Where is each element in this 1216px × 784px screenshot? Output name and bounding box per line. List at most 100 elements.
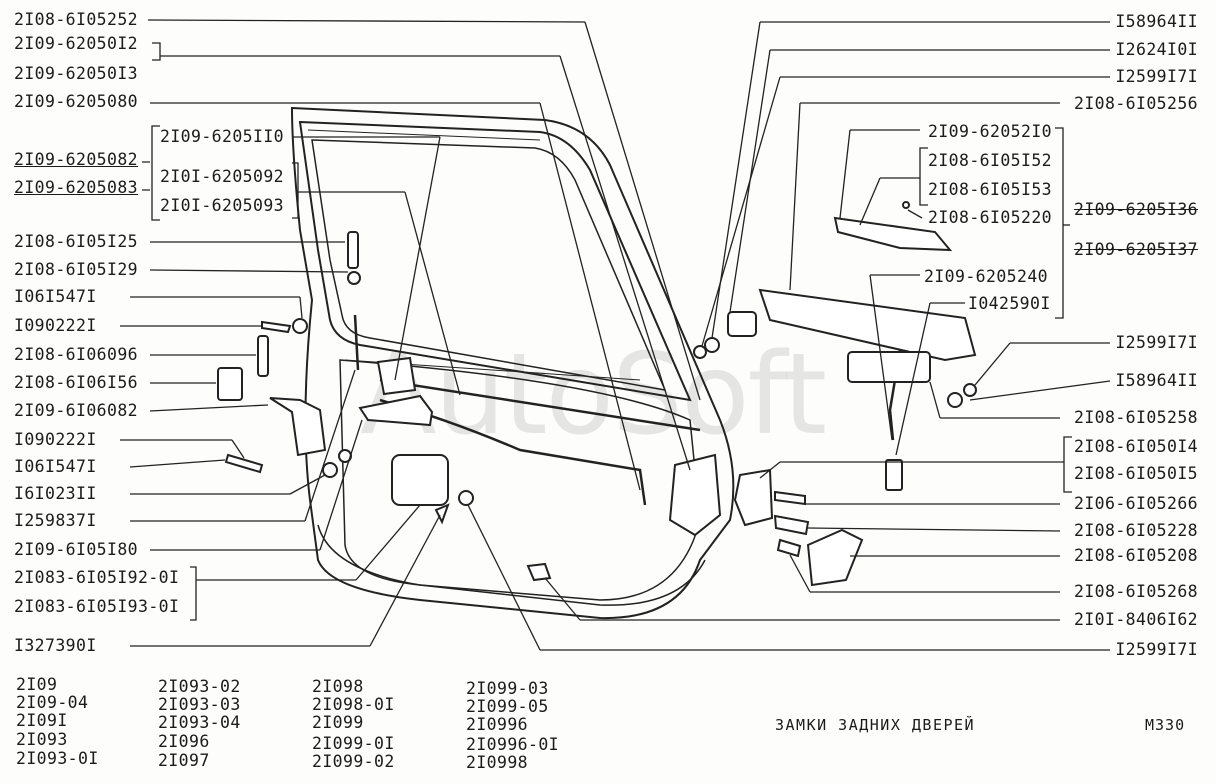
door-bottom-edge: [317, 524, 706, 606]
model-code: 2I093-0I: [16, 749, 99, 768]
lock-2i08-6i05252: [668, 453, 722, 537]
model-code: 2I099-05: [466, 697, 549, 716]
part-label: 2I08-6I06096: [14, 345, 139, 364]
door-window-outline: [298, 120, 692, 402]
plate-2i08-6i05208: [806, 528, 864, 587]
part-label: 2I083-6I05I93-0I: [14, 597, 180, 616]
model-code: 2I0996-0I: [466, 735, 560, 754]
part-label: I2599I7I: [1115, 333, 1198, 352]
part-label: 2I0I-8406I62: [1073, 610, 1198, 629]
striker-2i08-6i05228: [773, 514, 810, 536]
part-label: 2I09-6205I37: [1073, 240, 1198, 259]
part-label: 2I09-6205I36: [1073, 200, 1198, 219]
watermark: AutoSoft: [360, 330, 827, 460]
pin-2i08-6i06096: [257, 335, 269, 377]
child-lock-2i09-6i06082: [269, 397, 327, 457]
part-label: 2I08-6I05268: [1073, 582, 1198, 601]
model-code: 2I0996: [466, 715, 529, 734]
part-label: I259837I: [14, 511, 97, 530]
part-label: I090222I: [14, 430, 97, 449]
door-window-inner: [311, 139, 667, 391]
part-label: I042590I: [968, 294, 1051, 313]
model-code: 2I096: [158, 732, 210, 751]
part-label: 2I09-6I06082: [14, 401, 139, 420]
pin-2i08-6i05220: [902, 201, 910, 209]
part-label: 2I08-6I05258: [1073, 408, 1198, 427]
part-label: 2I09-6205080: [14, 92, 139, 111]
part-label: 2I09-6I05I80: [14, 540, 139, 559]
diagram-caption: ЗАМКИ ЗАДНИХ ДВЕРЕЙ: [775, 716, 976, 734]
part-label: 2I09-62050I2: [14, 34, 139, 53]
inner-handle-2i09-6i05i80: [358, 394, 434, 427]
part-label: I327390I: [14, 636, 97, 655]
bracket-2i08-6i06i56: [217, 367, 243, 401]
model-code: 2I0998: [466, 753, 529, 772]
nut-2i08-6i05i29: [347, 271, 361, 285]
part-label: 2I09-6205083: [14, 178, 139, 197]
clip-2i0i-8406i62: [526, 562, 552, 582]
part-label: 2I08-6I050I5: [1073, 464, 1198, 483]
part-label: I58964II: [1115, 371, 1198, 390]
part-label: 2I08-6I06I56: [14, 373, 139, 392]
part-label: I06I547I: [14, 287, 97, 306]
model-code: 2I093-04: [158, 713, 241, 732]
door-frame-outline: [290, 106, 735, 620]
part-label: 2I09-62050I3: [14, 64, 139, 83]
bolt-2i06-6i05266: [774, 490, 806, 506]
part-label: 2I09-62052I0: [928, 122, 1053, 141]
part-label: 2I08-6I05I25: [14, 232, 139, 251]
model-code: 2I098-0I: [312, 695, 395, 714]
screw-i090222i: [261, 320, 292, 334]
part-label: 2I08-6I05208: [1073, 546, 1198, 565]
part-label: 2I06-6I05266: [1073, 494, 1198, 513]
page-code: М330: [1145, 716, 1186, 734]
door-inner-panel: [339, 359, 701, 601]
model-code: 2I099-02: [312, 752, 395, 771]
lock-rod-button: [353, 314, 360, 371]
nut-i2599i7i: [693, 345, 707, 359]
nut-i58964ii-right: [947, 392, 963, 408]
bolt-2i08-6i05i25: [347, 231, 359, 269]
gasket-2i08-6i05258: [847, 351, 931, 383]
model-code: 2I09: [16, 675, 58, 694]
model-code: 2I093: [16, 730, 68, 749]
screw-2i08-6i05268: [776, 538, 802, 558]
nut-i6i023ii: [322, 462, 338, 478]
part-label: 2I08-6I05228: [1073, 521, 1198, 540]
model-code: 2I093-02: [158, 677, 241, 696]
part-label: 2I09-6205240: [924, 267, 1049, 286]
handle-bezel-2i083: [391, 454, 449, 506]
handle-key-2i09-62052i0: [833, 216, 953, 252]
model-code: 2I098: [312, 677, 364, 696]
part-label: 2I0I-6205092: [160, 167, 285, 186]
part-label: 2I08-6I050I4: [1073, 437, 1198, 456]
part-label: 2I0I-6205093: [160, 196, 285, 215]
cylinder-i042590i: [885, 459, 903, 491]
part-label: I090222I: [14, 316, 97, 335]
part-label: 2I08-6I05I53: [928, 180, 1053, 199]
lever-2i09-6205ii0: [376, 356, 417, 396]
part-label: I2624I0I: [1115, 40, 1198, 59]
lock-2i08-6i050i4: [733, 468, 774, 527]
model-code: 2I097: [158, 751, 210, 770]
part-label: I2599I7I: [1115, 640, 1198, 659]
nut-i58964ii: [704, 337, 720, 353]
model-code: 2I099-0I: [312, 734, 395, 753]
part-label: 2I08-6I05I52: [928, 151, 1053, 170]
outer-handle-2i08-6i05256: [758, 288, 977, 362]
plug-i2599i7i: [458, 490, 474, 506]
seal-i2624i0i: [727, 311, 757, 337]
part-label: 2I083-6I05I92-0I: [14, 568, 180, 587]
part-label: 2I08-6I05256: [1073, 94, 1198, 113]
part-label: I58964II: [1115, 12, 1198, 31]
part-label: 2I09-6205II0: [160, 127, 285, 146]
part-label: 2I08-6I05252: [14, 10, 139, 29]
part-label: 2I09-6205082: [14, 150, 139, 169]
screw-i090222i-lower: [224, 453, 264, 474]
model-code: 2I093-03: [158, 695, 241, 714]
model-code: 2I099-03: [466, 679, 549, 698]
model-code: 2I099: [312, 713, 364, 732]
part-label: I6I023II: [14, 484, 97, 503]
part-label: 2I08-6I05I29: [14, 260, 139, 279]
